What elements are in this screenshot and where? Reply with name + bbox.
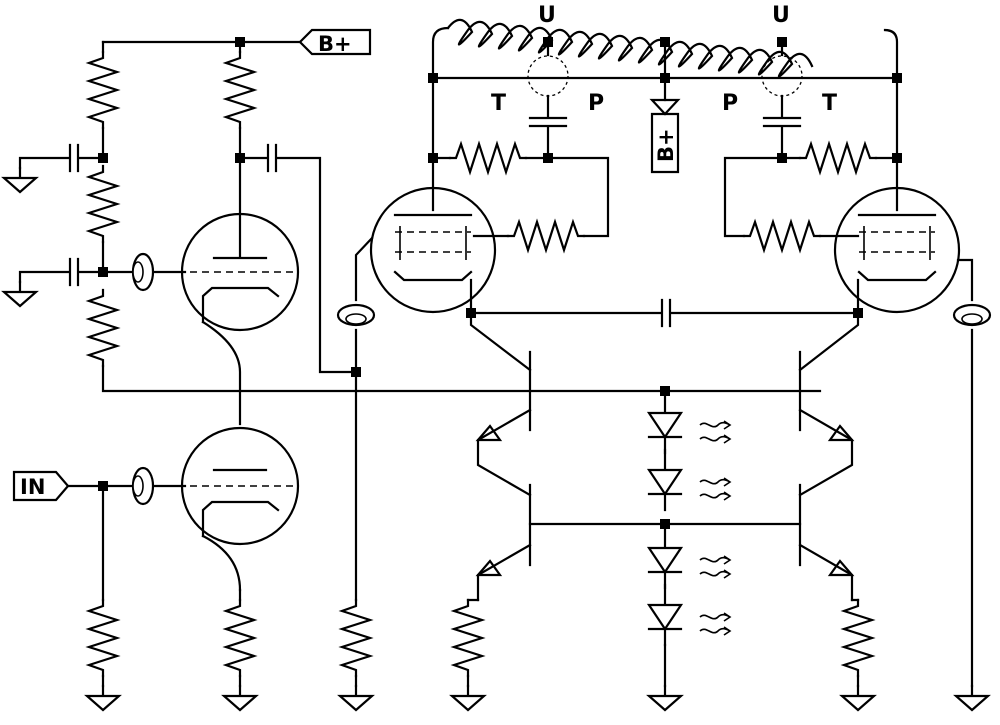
p-label-right: P xyxy=(722,91,738,116)
u-label-left: U xyxy=(538,3,556,28)
triode-section: B+ xyxy=(2,28,822,712)
left-pentode xyxy=(369,76,860,372)
bplus-label-center: B+ xyxy=(654,128,678,162)
input-label: IN xyxy=(20,475,45,499)
p-label-left: P xyxy=(588,91,604,116)
t-label-left: T xyxy=(491,91,506,116)
bplus-label-top: B+ xyxy=(318,32,352,56)
bias-network xyxy=(450,350,876,712)
u-label-right: U xyxy=(772,3,790,28)
t-label-right: T xyxy=(822,91,837,116)
right-pentode xyxy=(723,76,992,712)
output-transformer: B+ U U T P P T xyxy=(428,3,902,174)
